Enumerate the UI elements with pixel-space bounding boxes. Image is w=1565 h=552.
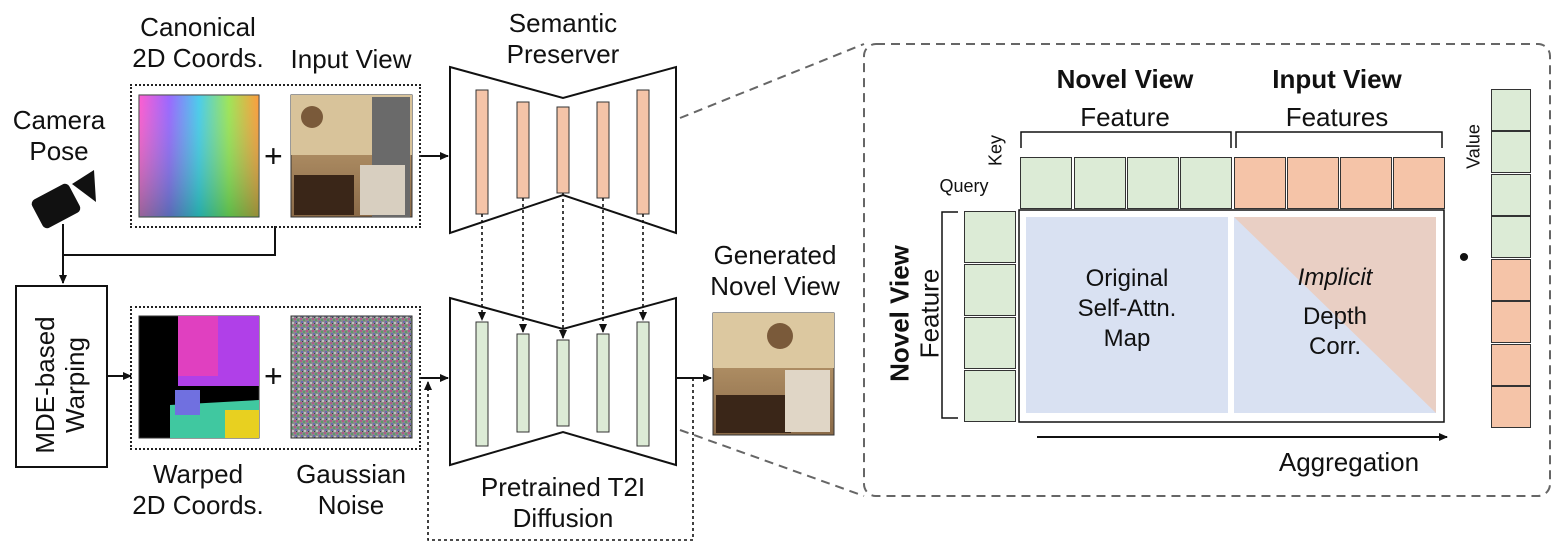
key-cell	[1180, 157, 1232, 209]
value-cell	[1491, 89, 1531, 131]
query-label: Query	[939, 176, 989, 196]
input-group-box	[130, 84, 421, 228]
attention-detail-panel	[863, 43, 1551, 497]
canonical-coords-image	[138, 94, 260, 218]
input-view-features-sub: Features	[1285, 102, 1389, 132]
implicit-label: Implicit	[1297, 264, 1373, 291]
value-cell	[1491, 301, 1531, 343]
value-cell	[1491, 174, 1531, 216]
gaussian-label: Gaussian Noise	[296, 459, 406, 521]
input-view-label: Input View	[290, 44, 412, 74]
generated-view-image	[712, 312, 835, 436]
key-cell	[1287, 157, 1339, 209]
gaussian-noise-image	[290, 315, 413, 439]
key-cell	[1393, 157, 1445, 209]
warped-label: Warped 2D Coords.	[132, 459, 264, 521]
warped-coords-image	[138, 315, 260, 439]
key-cell	[1020, 157, 1072, 209]
value-cell	[1491, 259, 1531, 301]
query-cell	[964, 211, 1016, 263]
mde-warping-box	[15, 285, 108, 468]
semantic-preserver-label: Semantic Preserver	[506, 8, 620, 70]
novel-view-feature-sub: Feature	[1080, 102, 1170, 132]
plus-sign-top: +	[264, 138, 283, 174]
query-cell	[964, 317, 1016, 369]
generated-label: Generated Novel View	[710, 240, 840, 302]
camera-icon	[31, 170, 96, 229]
value-cell	[1491, 216, 1531, 258]
dot-product-symbol: •	[1458, 241, 1470, 274]
canonical-label: Canonical 2D Coords.	[132, 12, 264, 74]
key-cell	[1127, 157, 1179, 209]
input-view-features-title: Input View	[1272, 64, 1402, 94]
pretrained-label: Pretrained T2I Diffusion	[480, 472, 646, 534]
depth-corr-label: Depth Corr.	[1302, 303, 1368, 360]
input-view-image	[290, 94, 413, 218]
warped-group-box	[130, 306, 421, 450]
key-cell	[1234, 157, 1286, 209]
original-attn-map-label: Original Self-Attn. Map	[1077, 265, 1177, 352]
camera-pose-label: Camera Pose	[12, 105, 106, 167]
novel-view-row-title: Novel View	[884, 245, 915, 382]
mde-warping-label: MDE-based Warping	[30, 316, 90, 454]
key-label: Key	[985, 134, 1006, 167]
key-cell	[1074, 157, 1126, 209]
query-cell	[964, 370, 1016, 422]
aggregation-label: Aggregation	[1278, 447, 1420, 477]
query-cell	[964, 264, 1016, 316]
value-cell	[1491, 386, 1531, 428]
value-label: Value	[1463, 124, 1484, 169]
key-cell	[1340, 157, 1392, 209]
value-cell	[1491, 344, 1531, 386]
value-cell	[1491, 131, 1531, 173]
novel-view-feature-title: Novel View	[1056, 64, 1194, 94]
novel-view-row-sub: Feature	[914, 268, 945, 359]
plus-sign-bottom: +	[264, 358, 283, 394]
